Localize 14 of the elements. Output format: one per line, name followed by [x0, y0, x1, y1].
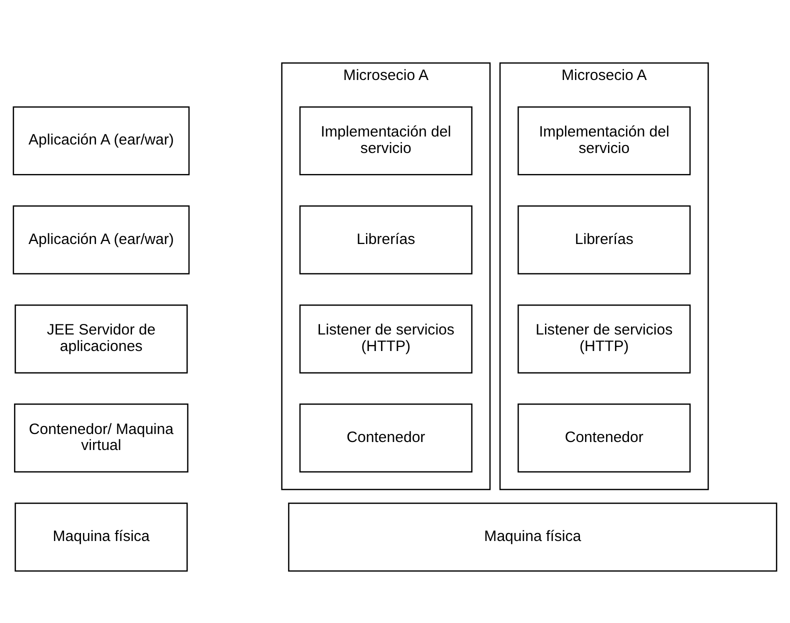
- node-box: Contenedor: [299, 403, 472, 472]
- node-box: Implementación del servicio: [299, 106, 472, 175]
- node-box: Aplicación A (ear/war): [12, 106, 190, 175]
- node-box: JEE Servidor de aplicaciones: [14, 304, 188, 373]
- node-box: Implementación del servicio: [518, 106, 691, 175]
- node-box: Maquina física: [14, 502, 188, 572]
- node-box: Aplicación A (ear/war): [12, 204, 190, 274]
- node-box: Maquina física: [288, 502, 778, 572]
- node-box: Listener de servicios (HTTP): [518, 304, 691, 373]
- node-box: Contenedor/ Maquina virtual: [14, 403, 188, 472]
- node-box: Librerías: [299, 204, 472, 274]
- node-box: Contenedor: [518, 403, 691, 472]
- node-box: Listener de servicios (HTTP): [299, 304, 472, 373]
- node-box: Librerías: [518, 204, 691, 274]
